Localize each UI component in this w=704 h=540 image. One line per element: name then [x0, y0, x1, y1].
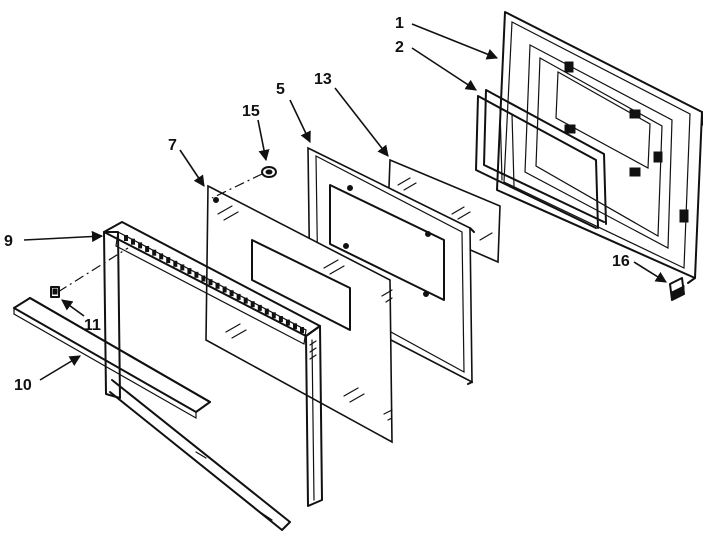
- callout-10: 10: [14, 377, 32, 394]
- vent-slot: [208, 279, 213, 286]
- vent-slot: [166, 257, 171, 264]
- part-2-wire-frame: [475, 89, 607, 229]
- callout-2: 2: [395, 39, 404, 56]
- vent-slot: [229, 290, 234, 297]
- vent-slot: [278, 316, 283, 322]
- assembly-center-lines: [57, 173, 263, 293]
- callout-labels: 1 2 5 7 9 10 11 13 15 16: [4, 15, 630, 394]
- vent-slot: [124, 235, 128, 241]
- vent-slot: [173, 260, 178, 267]
- part-1-inner-door-panel: [496, 11, 703, 284]
- vent-slot: [215, 282, 220, 289]
- vent-slot: [300, 327, 304, 333]
- part-9-outer-frame: [103, 221, 323, 531]
- vent-slot: [187, 268, 192, 275]
- vent-slot: [222, 286, 227, 293]
- vent-slot: [236, 293, 241, 300]
- callout-11: 11: [84, 317, 101, 334]
- callout-5: 5: [276, 81, 285, 98]
- vent-slot: [243, 297, 248, 304]
- leader-lines: [23, 23, 667, 381]
- vent-slot: [131, 238, 135, 245]
- vent-slot: [152, 249, 157, 256]
- vent-slot: [257, 304, 262, 311]
- vent-slot: [285, 319, 290, 326]
- part-10-trim-strip: [13, 297, 211, 420]
- vent-slot: [264, 308, 269, 315]
- part-11-clip: [50, 286, 60, 298]
- vent-slot: [159, 253, 164, 260]
- callout-1: 1: [395, 15, 404, 32]
- vent-slot: [194, 271, 199, 278]
- callout-15: 15: [242, 103, 260, 120]
- callout-16: 16: [612, 253, 630, 270]
- vent-slot: [271, 312, 276, 319]
- vent-slot: [293, 323, 297, 330]
- vent-slot: [145, 246, 150, 252]
- part-16-bumper: [669, 277, 685, 301]
- part-15-grommet: [261, 166, 277, 178]
- vent-slot: [138, 242, 143, 249]
- callout-7: 7: [168, 137, 177, 154]
- vent-slot: [201, 275, 206, 282]
- callout-9: 9: [4, 233, 13, 250]
- vent-slot: [180, 264, 185, 271]
- vent-slot: [250, 301, 255, 308]
- callout-13: 13: [314, 71, 332, 88]
